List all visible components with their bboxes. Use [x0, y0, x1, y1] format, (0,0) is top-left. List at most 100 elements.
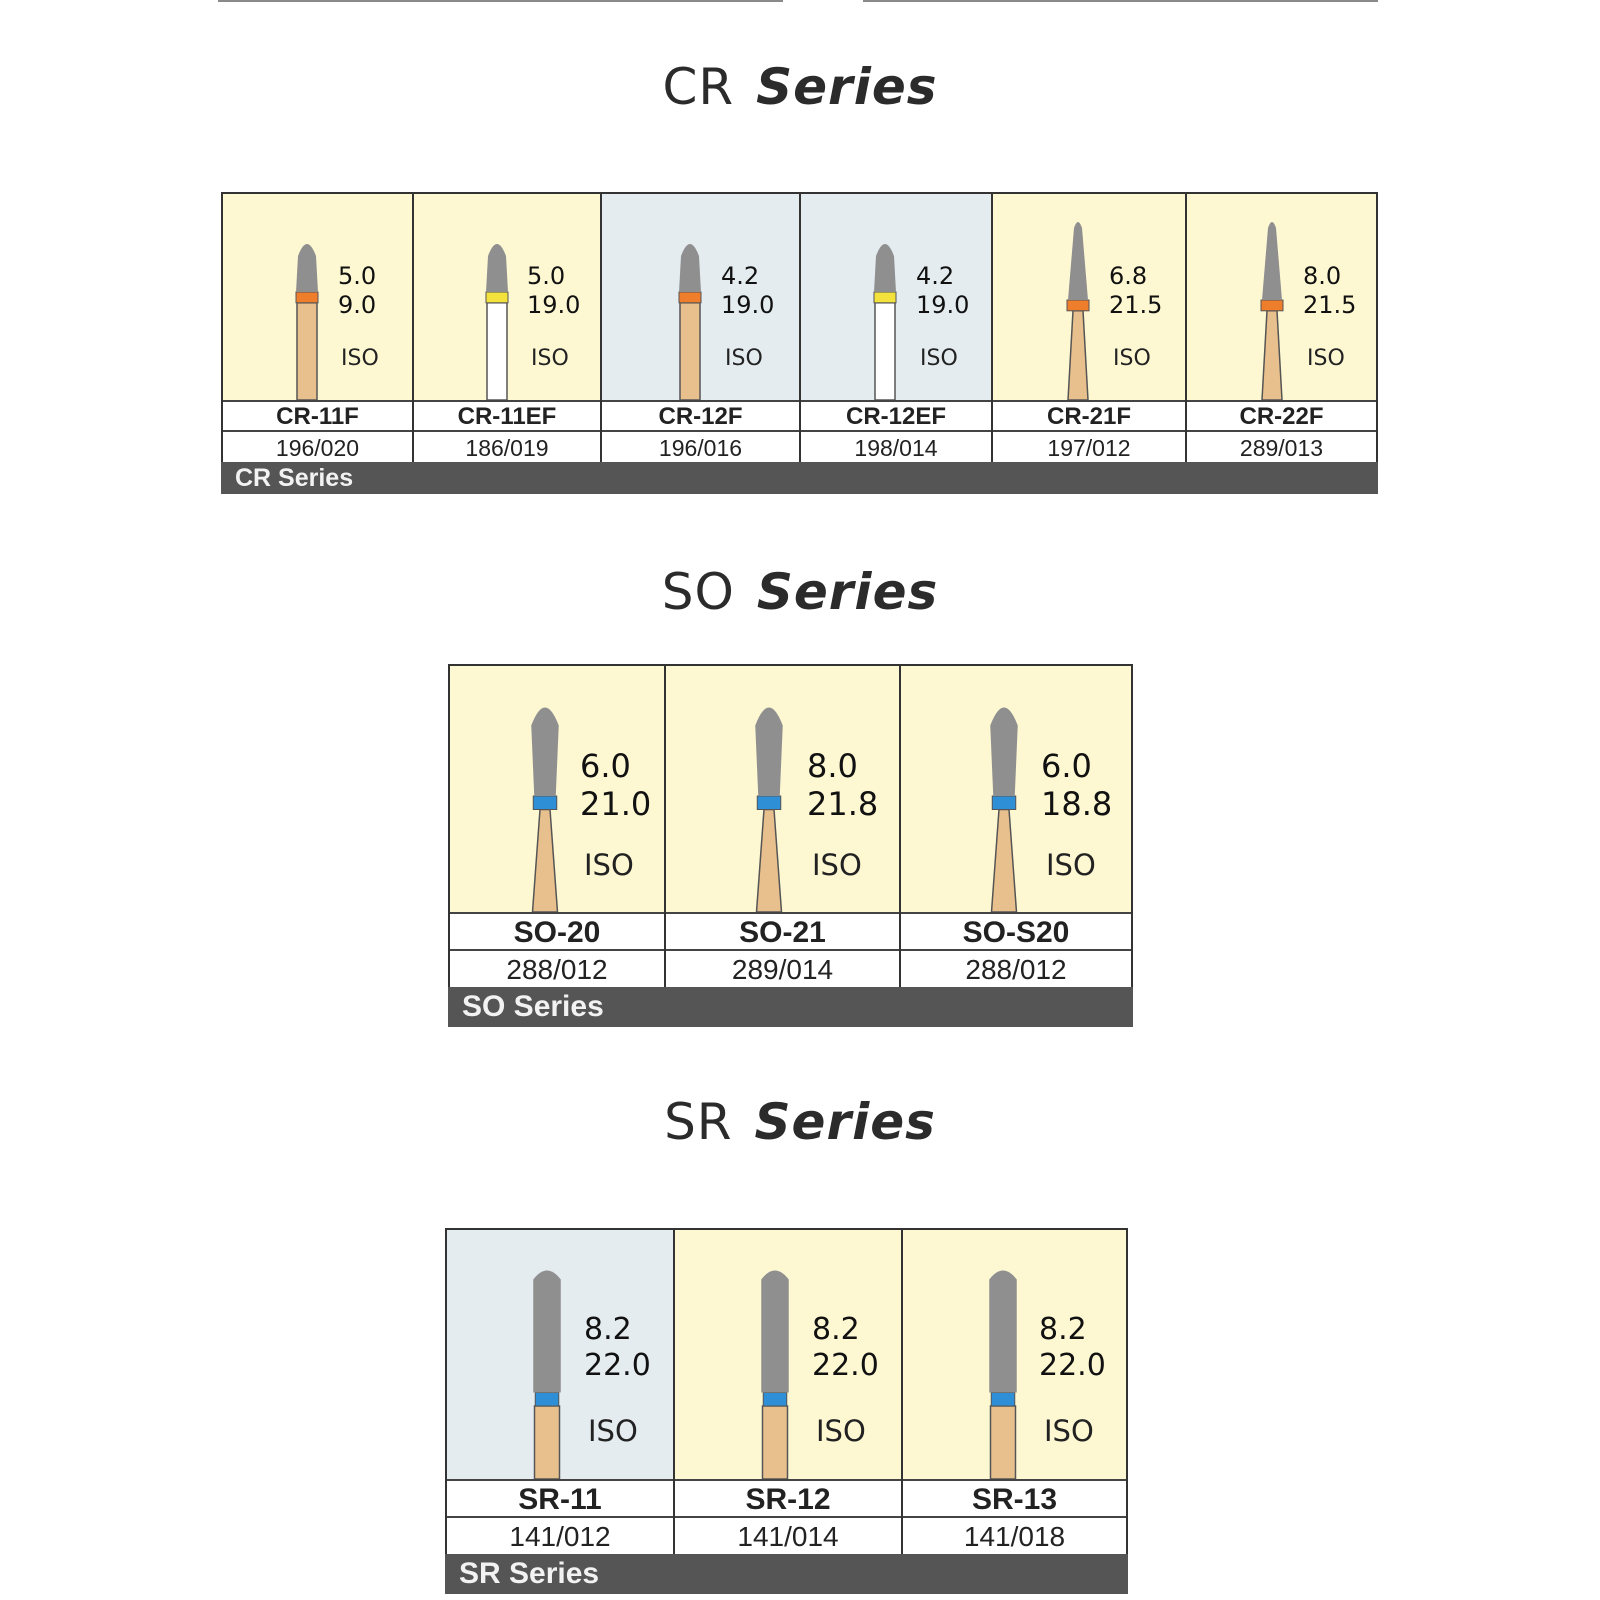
head-length: 8.0	[807, 747, 858, 785]
bur-illustration	[744, 666, 794, 916]
product-code: CR-22F	[1187, 400, 1376, 430]
product-table: 6.0 21.0 ISO SO-20 288/012 8.0 21.8 ISO …	[448, 664, 1133, 1027]
total-length: 9.0	[338, 290, 377, 319]
product-cell[interactable]: 6.0 18.8 ISO SO-S20 288/012	[899, 666, 1133, 987]
product-cell[interactable]: 5.0 19.0 ISO CR-11EF 186/019	[412, 194, 600, 462]
product-code: CR-11F	[223, 400, 412, 430]
series-word: Series	[756, 563, 939, 621]
head-length: 5.0	[527, 262, 566, 290]
top-divider-left	[218, 0, 783, 2]
product-cell[interactable]: 8.0 21.5 ISO CR-22F 289/013	[1185, 194, 1378, 462]
product-cell[interactable]: 6.0 21.0 ISO SO-20 288/012	[448, 666, 664, 987]
dimensions: 5.0 9.0	[338, 262, 376, 320]
iso-label: ISO	[584, 848, 634, 882]
bur-image-area: 6.0 21.0 ISO	[450, 666, 664, 913]
top-divider-right	[863, 0, 1378, 2]
iso-label: ISO	[1307, 346, 1345, 371]
bur-illustration	[520, 666, 570, 916]
iso-number: 186/019	[414, 430, 600, 462]
series-footer-label: SO Series	[462, 990, 604, 1023]
head-length: 4.2	[916, 262, 955, 290]
bur-image-area: 8.2 22.0 ISO	[903, 1230, 1126, 1480]
bur-image-area: 8.2 22.0 ISO	[447, 1230, 673, 1480]
dimensions: 8.0 21.5	[1303, 262, 1356, 320]
product-cell[interactable]: 4.2 19.0 ISO CR-12F 196/016	[600, 194, 799, 462]
dimensions: 5.0 19.0	[527, 262, 580, 320]
product-table: 5.0 9.0 ISO CR-11F 196/020 5.0 19.0 ISO …	[221, 192, 1378, 494]
product-table: 8.2 22.0 ISO SR-11 141/012 8.2 22.0 ISO …	[445, 1228, 1128, 1594]
iso-label: ISO	[588, 1414, 638, 1448]
head-length: 6.0	[1041, 747, 1092, 785]
iso-label: ISO	[816, 1414, 866, 1448]
bur-illustration	[477, 194, 517, 404]
bur-illustration	[750, 1230, 800, 1483]
dimensions: 4.2 19.0	[721, 262, 774, 320]
bur-illustration	[1058, 194, 1098, 404]
product-code: CR-12F	[602, 400, 799, 430]
total-length: 21.8	[807, 785, 879, 824]
total-length: 21.0	[580, 785, 652, 824]
iso-number: 198/014	[801, 430, 991, 462]
head-length: 8.0	[1303, 262, 1342, 290]
iso-label: ISO	[920, 346, 958, 371]
head-length: 8.2	[584, 1312, 632, 1347]
dimensions: 6.0 18.8	[1041, 747, 1112, 824]
iso-number: 288/012	[901, 949, 1131, 987]
bur-illustration	[979, 666, 1029, 916]
iso-number: 141/014	[675, 1516, 901, 1554]
product-cell[interactable]: 8.2 22.0 ISO SR-11 141/012	[445, 1230, 673, 1554]
iso-number: 141/012	[447, 1516, 673, 1554]
iso-label: ISO	[1046, 848, 1096, 882]
series-footer-bar: CR Series	[221, 462, 1378, 494]
iso-number: 196/020	[223, 430, 412, 462]
product-cell[interactable]: 4.2 19.0 ISO CR-12EF 198/014	[799, 194, 991, 462]
dimensions: 8.0 21.8	[807, 747, 878, 824]
head-length: 8.2	[1039, 1312, 1087, 1347]
total-length: 18.8	[1041, 785, 1113, 824]
product-code: CR-21F	[993, 400, 1185, 430]
product-cell[interactable]: 6.8 21.5 ISO CR-21F 197/012	[991, 194, 1185, 462]
bur-image-area: 4.2 19.0 ISO	[801, 194, 991, 401]
product-code: CR-12EF	[801, 400, 991, 430]
product-code: SR-11	[447, 1479, 673, 1516]
total-length: 19.0	[721, 290, 775, 319]
total-length: 21.5	[1109, 290, 1163, 319]
head-length: 8.2	[812, 1312, 860, 1347]
bur-image-area: 6.8 21.5 ISO	[993, 194, 1185, 401]
series-footer-bar: SO Series	[448, 987, 1133, 1027]
bur-image-area: 8.0 21.5 ISO	[1187, 194, 1376, 401]
iso-label: ISO	[1044, 1414, 1094, 1448]
product-cell[interactable]: 5.0 9.0 ISO CR-11F 196/020	[221, 194, 412, 462]
dimensions: 6.0 21.0	[580, 747, 651, 824]
total-length: 19.0	[527, 290, 581, 319]
product-code: SR-13	[903, 1479, 1126, 1516]
series-word: Series	[754, 1093, 936, 1151]
dimensions: 8.2 22.0	[1039, 1312, 1106, 1384]
product-code: SO-20	[450, 912, 664, 949]
iso-number: 197/012	[993, 430, 1185, 462]
bur-image-area: 5.0 9.0 ISO	[223, 194, 412, 401]
head-length: 6.0	[580, 747, 631, 785]
bur-illustration	[670, 194, 710, 404]
bur-illustration	[978, 1230, 1028, 1483]
bur-image-area: 6.0 18.8 ISO	[901, 666, 1131, 913]
series-prefix: SR	[664, 1093, 733, 1151]
iso-number: 141/018	[903, 1516, 1126, 1554]
iso-label: ISO	[341, 346, 379, 371]
series-prefix: CR	[662, 58, 735, 116]
product-code: CR-11EF	[414, 400, 600, 430]
bur-image-area: 8.2 22.0 ISO	[675, 1230, 901, 1480]
bur-image-area: 8.0 21.8 ISO	[666, 666, 899, 913]
product-cell[interactable]: 8.2 22.0 ISO SR-13 141/018	[901, 1230, 1128, 1554]
head-length: 4.2	[721, 262, 760, 290]
total-length: 22.0	[584, 1348, 651, 1383]
section-heading: SR Series	[0, 1093, 1600, 1151]
product-cell[interactable]: 8.2 22.0 ISO SR-12 141/014	[673, 1230, 901, 1554]
product-code: SO-S20	[901, 912, 1131, 949]
head-length: 6.8	[1109, 262, 1148, 290]
series-footer-label: SR Series	[459, 1557, 600, 1590]
product-cell[interactable]: 8.0 21.8 ISO SO-21 289/014	[664, 666, 899, 987]
dimensions: 8.2 22.0	[584, 1312, 651, 1384]
